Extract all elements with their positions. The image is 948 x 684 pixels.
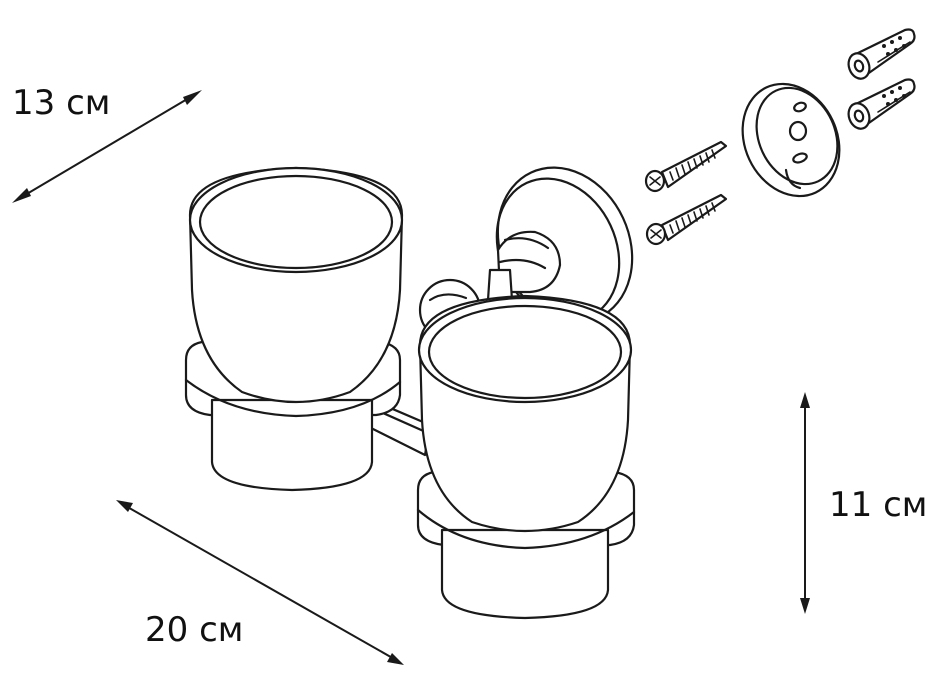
depth-arrow-end (183, 90, 202, 105)
width-label: 20 см (145, 610, 243, 650)
width-dimension-line (123, 504, 397, 661)
tumbler-left (184, 166, 404, 492)
wall-plug-lower (847, 78, 916, 130)
tumbler-right (416, 294, 636, 620)
width-arrow-end (387, 653, 404, 665)
width-arrow-start (116, 500, 133, 512)
depth-arrow-start (12, 188, 31, 203)
width-dimension: 20 см (116, 500, 404, 665)
depth-dimension: 13 см (12, 83, 202, 203)
depth-label: 13 см (12, 83, 110, 123)
height-arrow-end (800, 598, 810, 614)
depth-dimension-line (19, 94, 195, 199)
height-arrow-start (800, 392, 810, 408)
screw-upper (644, 140, 728, 193)
height-dimension: 11 см (800, 392, 927, 614)
mounting-plate (741, 82, 841, 198)
wall-plug-upper (847, 28, 916, 80)
screw-lower (645, 193, 728, 246)
height-label: 11 см (829, 485, 927, 525)
